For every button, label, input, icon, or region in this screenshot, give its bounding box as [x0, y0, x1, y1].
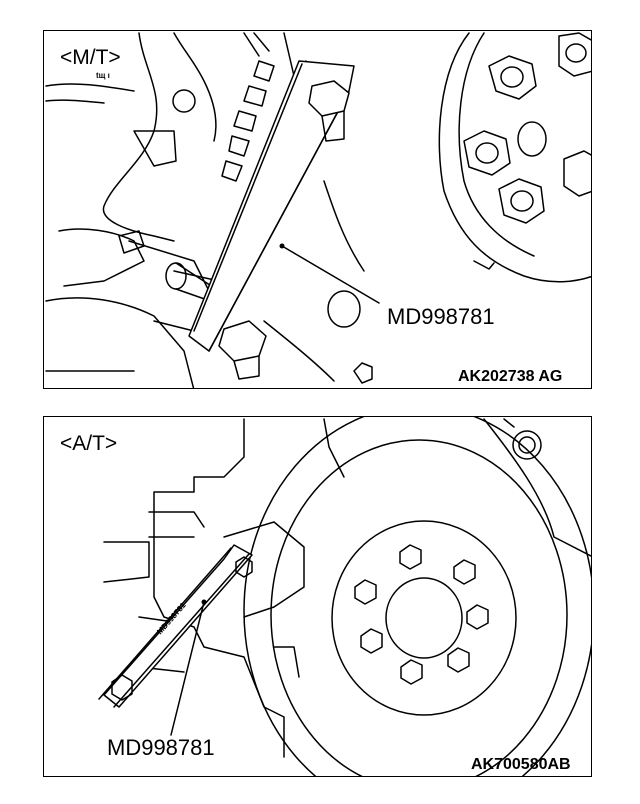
- mt-figure-code: AK202738 AG: [458, 368, 563, 385]
- at-section-label: <A/T>: [60, 432, 118, 455]
- at-drawing: [98, 417, 591, 776]
- mt-drawing: [45, 32, 591, 388]
- at-illustration-panel: MD998781 <A/T> MD998781 AK700580AB: [43, 416, 592, 777]
- mt-tool-label: MD998781: [387, 304, 495, 329]
- at-flywheel-hub-rim: [331, 520, 517, 716]
- mt-flywheel-rim: [438, 32, 591, 283]
- mt-tool-bottom-bolt: [218, 320, 267, 362]
- mt-small-mark: tщ ı: [96, 71, 110, 80]
- at-flywheel-center-hole: [385, 577, 463, 659]
- at-tool-label: MD998781: [107, 735, 215, 760]
- mt-illustration-panel: <M/T> tщ ı MD998781 AK202738 AG: [43, 30, 592, 389]
- mt-housing-outline: [102, 32, 175, 242]
- mt-leader-line: [281, 245, 380, 304]
- mt-left-bolt: [118, 230, 145, 254]
- at-figure-code: AK700580AB: [471, 756, 571, 773]
- at-tool-top-hex: [235, 556, 253, 578]
- at-tool-bar: [103, 544, 253, 708]
- mt-flywheel-bolts: [463, 32, 591, 224]
- at-flywheel-bolts: [354, 544, 489, 685]
- at-flywheel-outer-rim: [243, 417, 591, 776]
- at-leader-line: [170, 601, 205, 736]
- at-tool-bottom-hex: [111, 674, 133, 701]
- mt-ring-gear-teeth: [221, 32, 275, 182]
- mt-section-label: <M/T>: [60, 46, 121, 69]
